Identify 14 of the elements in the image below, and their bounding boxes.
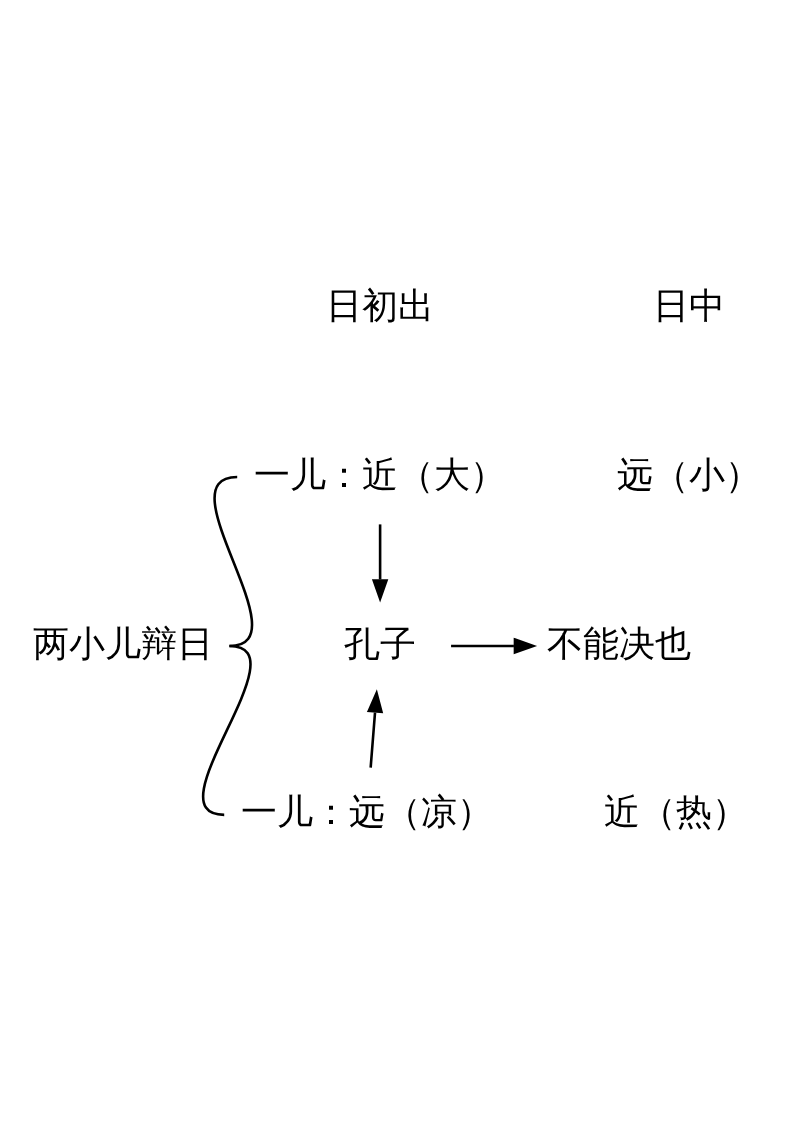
node-text: 不能决也 (547, 621, 692, 665)
label: 日初出 (326, 283, 435, 327)
arrow (371, 524, 389, 603)
label: 远（小） (617, 452, 762, 496)
node-text: 一儿：远（凉） (241, 790, 494, 834)
node-text: 孔子 (344, 621, 417, 665)
label: 日中 (653, 283, 726, 327)
label: 近（热） (604, 790, 749, 834)
node-text: 两小儿辩日 (32, 621, 213, 665)
arrow (451, 637, 538, 655)
arrow (366, 689, 384, 768)
node-text: 一儿：近（大） (254, 452, 507, 496)
connector (213, 475, 253, 648)
connector (202, 644, 252, 817)
